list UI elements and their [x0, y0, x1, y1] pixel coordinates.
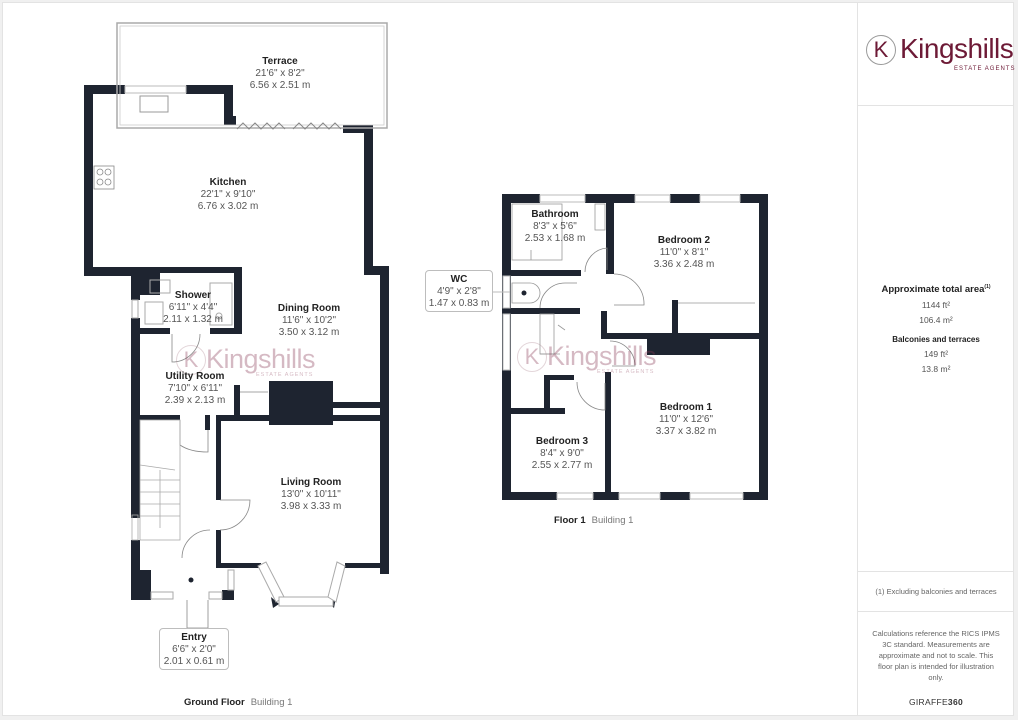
area-summary-section: Approximate total area(1) 1144 ft² 106.4…: [858, 106, 1014, 572]
bay-window: [257, 561, 346, 607]
footnote: (1) Excluding balconies and terraces: [875, 587, 997, 596]
room-label-dining: Dining Room 11'6" x 10'2" 3.50 x 3.12 m: [277, 303, 341, 338]
room-label-terrace: Terrace 21'6" x 8'2" 6.56 x 2.51 m: [249, 56, 311, 91]
room-label-bedroom3: Bedroom 3 8'4" x 9'0" 2.55 x 2.77 m: [531, 436, 593, 471]
hob-icon: [93, 165, 115, 190]
shower-fittings: [131, 279, 233, 326]
room-label-shower: Shower 6'11" x 4'4" 2.11 x 1.32 m: [163, 290, 223, 325]
first-floor-fittings: [511, 203, 755, 355]
first-floor-door-swings: [539, 247, 645, 411]
balconies-title: Balconies and terraces: [892, 335, 980, 345]
entrance-marker: [188, 577, 194, 583]
room-label-living: Living Room 13'0" x 10'11" 3.98 x 3.33 m: [280, 477, 342, 512]
room-label-bedroom1: Bedroom 1 11'0" x 12'6" 3.37 x 3.82 m: [655, 402, 717, 437]
disclaimer-section: Calculations reference the RICS IPMS 3C …: [858, 612, 1014, 716]
total-area-m: 106.4 m²: [919, 315, 953, 326]
room-label-bathroom: Bathroom 8'3" x 5'6" 2.53 x 1.68 m: [524, 209, 586, 244]
total-area-title: Approximate total area(1): [881, 284, 991, 296]
stairs: [131, 419, 181, 541]
room-label-bedroom2: Bedroom 2 11'0" x 8'1" 3.36 x 2.48 m: [653, 235, 715, 270]
brand-section: K Kingshills ESTATE AGENTS: [858, 2, 1014, 106]
bifold-door: [236, 122, 286, 130]
kitchen-window: [124, 85, 187, 94]
terrace-outline: [116, 22, 388, 129]
info-sidebar: K Kingshills ESTATE AGENTS Approximate t…: [857, 2, 1014, 716]
sink-icon: [139, 95, 169, 113]
footnote-section: (1) Excluding balconies and terraces: [858, 572, 1014, 612]
total-area-ft: 1144 ft²: [921, 300, 951, 311]
brand-k-icon: K: [866, 35, 896, 65]
room-callout-wc: WC 4'9" x 2'8" 1.47 x 0.83 m: [425, 270, 493, 312]
balconies-ft: 149 ft²: [923, 349, 949, 360]
brand-logo: K Kingshills ESTATE AGENTS: [866, 33, 1014, 75]
disclaimer: Calculations reference the RICS IPMS 3C …: [872, 629, 1000, 682]
wc-icon: [521, 290, 527, 296]
ground-floor-walls: [84, 85, 389, 608]
room-label-kitchen: Kitchen 22'1" x 9'10" 6.76 x 3.02 m: [197, 177, 259, 212]
room-callout-entry: Entry 6'6" x 2'0" 2.01 x 0.61 m: [159, 628, 229, 670]
provider-logo: GIRAFFE360: [908, 697, 964, 707]
balconies-m: 13.8 m²: [921, 364, 951, 375]
room-label-utility: Utility Room 7'10" x 6'11" 2.39 x 2.13 m: [164, 371, 226, 406]
